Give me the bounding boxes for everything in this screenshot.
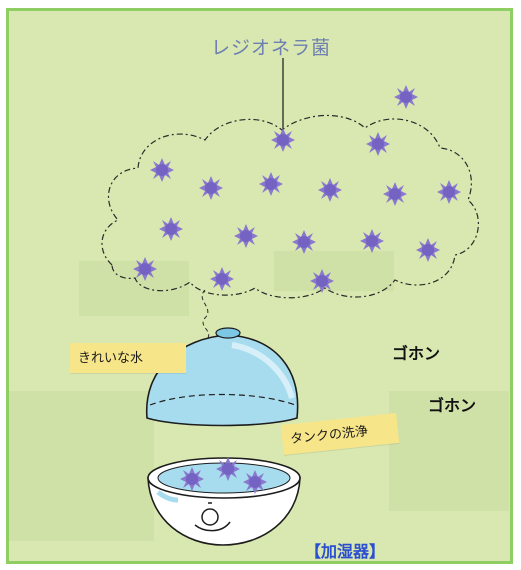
bacteria-label: レジオネラ菌	[211, 37, 332, 59]
bacteria-icon	[437, 180, 461, 204]
bacteria-icon	[366, 132, 390, 156]
bacteria-icon	[259, 172, 283, 196]
background-remnant	[9, 391, 154, 541]
bacteria-icon	[271, 128, 295, 152]
bacteria-icon	[199, 176, 223, 200]
bacteria-icon	[310, 269, 334, 293]
bacteria-icon	[180, 467, 204, 491]
bacteria-icon	[150, 158, 174, 182]
illustration-panel	[6, 8, 513, 564]
vapor-trail	[201, 289, 210, 339]
bacteria-icon	[243, 470, 267, 494]
bacteria-icon	[383, 182, 407, 206]
bacteria-icon	[216, 457, 240, 481]
bacteria-icon	[318, 178, 342, 202]
bacteria-icon	[416, 238, 440, 262]
background-remnant	[274, 251, 394, 291]
bacteria-icon	[234, 224, 258, 248]
cough-sound-2: ゴホン	[428, 396, 477, 415]
cough-sound-1: ゴホン	[392, 344, 441, 363]
bacteria-icon	[292, 230, 316, 254]
bacteria-icon	[360, 229, 384, 253]
bacteria-icon	[159, 217, 183, 241]
bacteria-icon	[210, 267, 234, 291]
bacteria-icon	[133, 257, 157, 281]
mist-cloud-outline	[101, 114, 479, 299]
caption-humidifier: 【加湿器】	[305, 542, 386, 561]
background-remnant	[389, 391, 509, 511]
note-clean-water: きれいな水	[70, 343, 186, 373]
background-remnant	[79, 261, 189, 316]
bacteria-icon	[394, 85, 418, 109]
